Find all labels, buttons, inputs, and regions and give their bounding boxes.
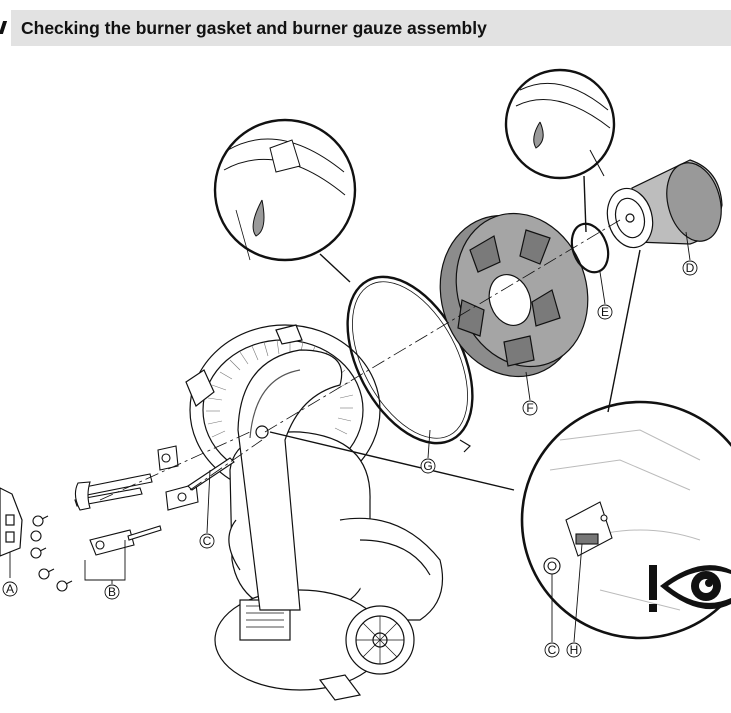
section-header: Checking the burner gasket and burner ga… [0,10,731,46]
fixing-screws [30,515,73,592]
eye-icon [660,565,731,610]
callout-c-detail: C [544,642,560,658]
left-cover-plate [0,487,23,557]
callout-leaders [9,231,691,643]
burner-housing [185,324,444,701]
ignition-electrodes [74,445,235,556]
svg-text:B: B [108,585,116,599]
callout-f: F [522,400,538,416]
callout-d: D [682,260,698,276]
svg-text:C: C [203,534,212,548]
svg-text:D: D [686,261,695,275]
section-title: Checking the burner gasket and burner ga… [21,18,487,38]
svg-text:F: F [526,401,533,415]
detail-circle-gasket [213,118,357,283]
callout-labels: A B C C D E F G [2,260,698,658]
svg-text:A: A [6,582,14,596]
svg-text:E: E [601,305,609,319]
callout-a: A [2,581,18,597]
section-marker [0,10,11,46]
callout-h: H [566,642,582,658]
exploded-view-illustration: A B C C D E F G [0,68,731,701]
callout-b: B [104,584,120,600]
small-gasket-ring [570,222,610,274]
svg-text:C: C [548,643,557,657]
exclamation-icon [649,565,657,612]
callout-g: G [420,458,436,474]
svg-text:H: H [570,643,579,657]
burner-cylinder [606,159,723,249]
svg-text:G: G [423,459,432,473]
callout-e: E [597,304,613,320]
callout-c-left: C [199,533,215,549]
assembly-axis-lines [99,219,621,501]
burner-gauze-wheel [439,212,589,378]
detail-circle-ring [504,68,616,233]
